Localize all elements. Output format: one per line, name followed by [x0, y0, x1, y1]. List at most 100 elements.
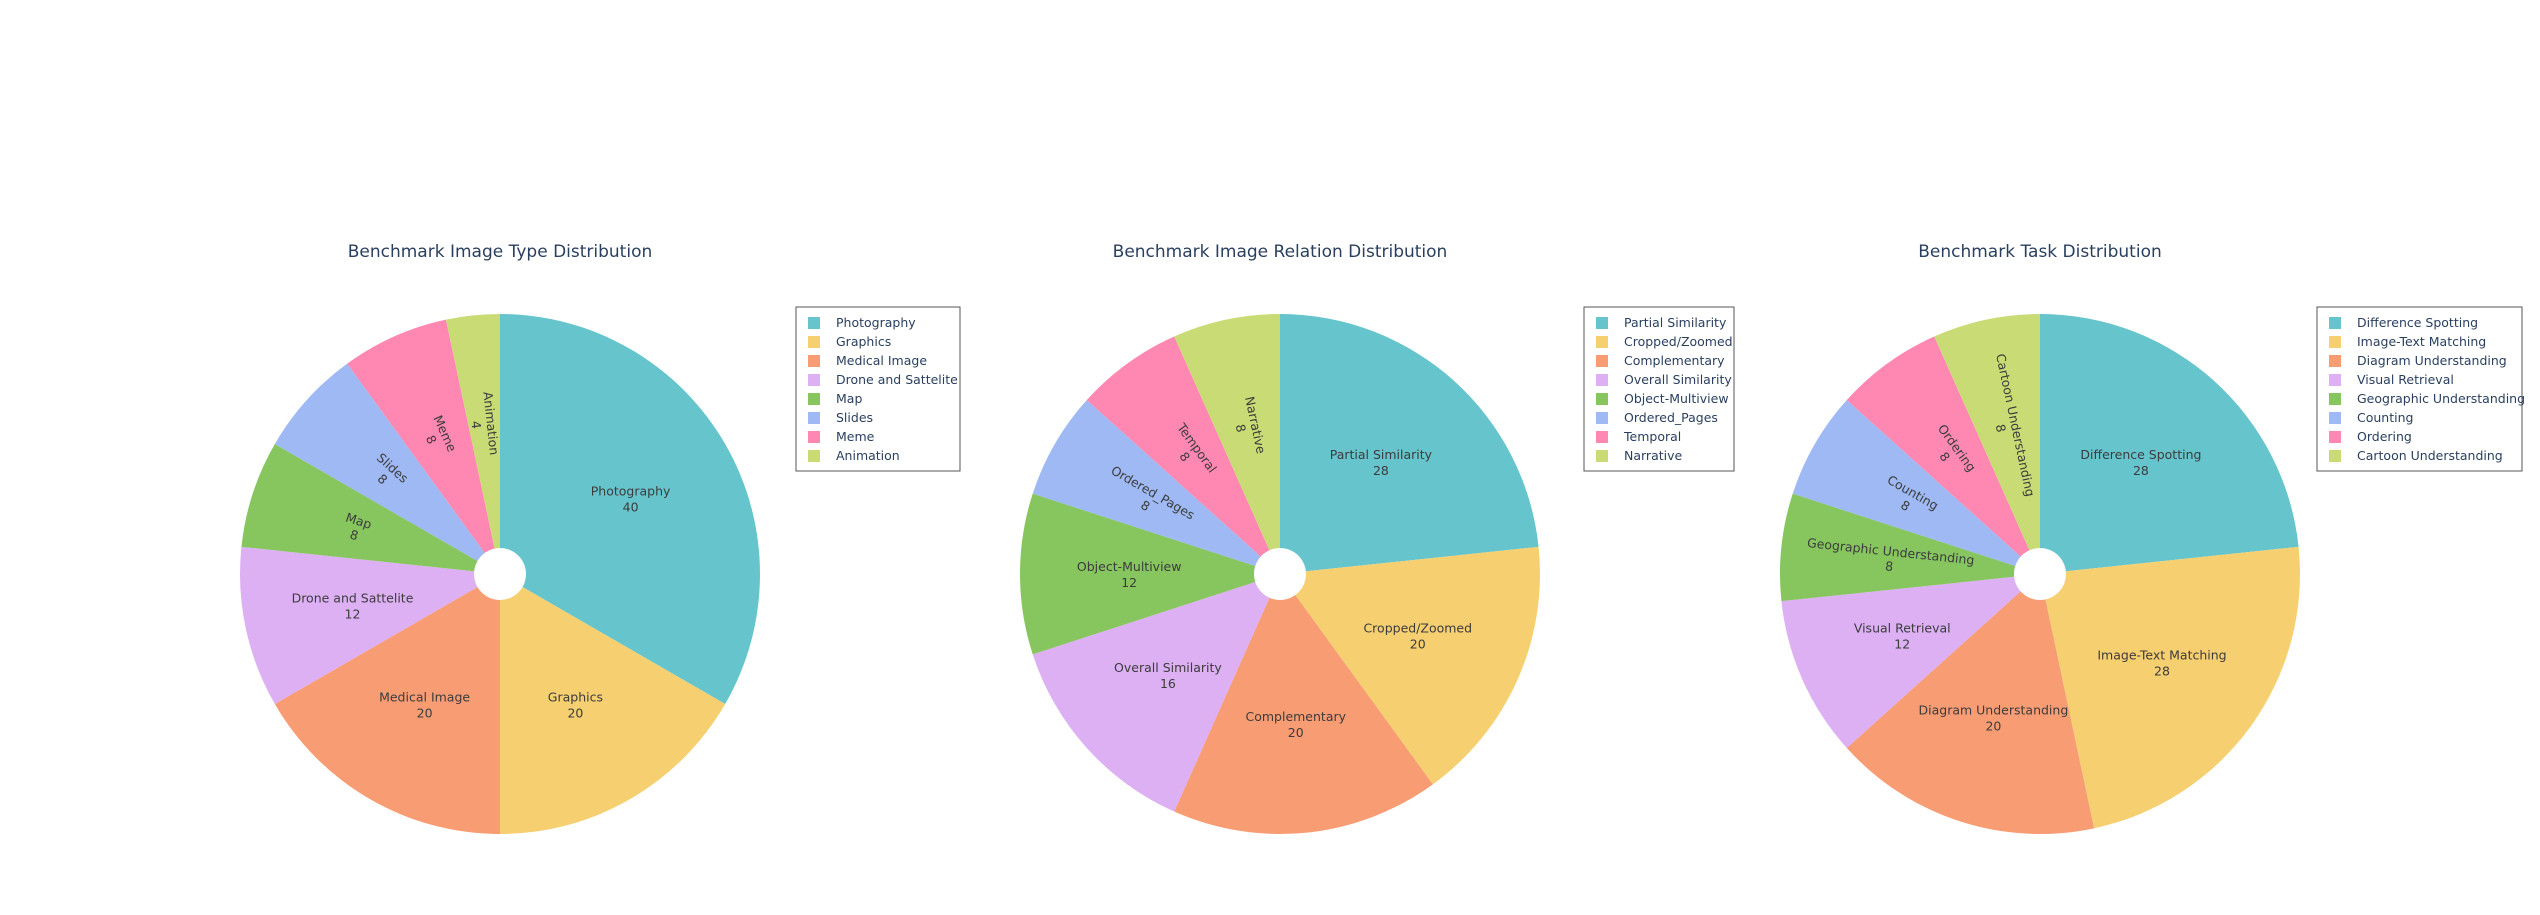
legend-item-slides[interactable]: Slides: [808, 410, 873, 425]
legend: Partial SimilarityCropped/ZoomedCompleme…: [1583, 306, 1735, 472]
legend-item-cartoon-understanding[interactable]: Cartoon Understanding: [2329, 448, 2503, 463]
legend-label: Cartoon Understanding: [2357, 448, 2503, 463]
legend-swatch: [2329, 317, 2341, 329]
image-type-pie-panel: Benchmark Image Type Distribution Photog…: [239, 242, 961, 834]
legend-swatch: [1596, 336, 1608, 348]
legend-item-meme[interactable]: Meme: [808, 429, 875, 444]
legend-swatch: [2329, 355, 2341, 367]
legend-item-animation[interactable]: Animation: [808, 448, 900, 463]
legend-swatch: [1596, 431, 1608, 443]
task-chart-title: Benchmark Task Distribution: [1918, 242, 2162, 262]
slice-cropped-zoomed[interactable]: [1280, 546, 1540, 785]
slice-cartoon-understanding[interactable]: [1934, 314, 2040, 574]
slice-label-animation: Animation4: [465, 391, 501, 458]
legend-swatch: [2329, 374, 2341, 386]
legend-label: Overall Similarity: [1624, 372, 1732, 387]
legend-item-ordering[interactable]: Ordering: [2329, 429, 2412, 444]
slice-partial-similarity[interactable]: [1280, 314, 1539, 574]
legend-item-object-multiview[interactable]: Object-Multiview: [1596, 391, 1729, 406]
slice-ordering[interactable]: [1846, 336, 2040, 574]
legend-box: [1583, 306, 1735, 472]
legend-item-diagram-understanding[interactable]: Diagram Understanding: [2329, 353, 2507, 368]
legend-swatch: [808, 450, 820, 462]
legend-item-difference-spotting[interactable]: Difference Spotting: [2329, 315, 2478, 330]
legend-item-map[interactable]: Map: [808, 391, 862, 406]
legend-item-photography[interactable]: Photography: [808, 315, 916, 330]
legend-box: [2316, 306, 2523, 472]
legend-swatch: [808, 431, 820, 443]
slice-counting[interactable]: [1792, 400, 2040, 574]
legend-item-counting[interactable]: Counting: [2329, 410, 2413, 425]
legend-label: Counting: [2357, 410, 2413, 425]
slice-drone-and-sattelite[interactable]: [239, 546, 500, 704]
slice-graphics[interactable]: [500, 574, 726, 834]
legend-swatch: [2329, 336, 2341, 348]
slice-object-multiview[interactable]: [1020, 493, 1280, 655]
slice-photography[interactable]: [500, 314, 760, 704]
slice-meme[interactable]: [347, 319, 500, 574]
legend-label: Graphics: [836, 334, 891, 349]
legend-item-drone-and-sattelite[interactable]: Drone and Sattelite: [808, 372, 958, 387]
slice-map[interactable]: [241, 444, 500, 574]
legend-label: Geographic Understanding: [2357, 391, 2525, 406]
legend-label: Animation: [836, 448, 900, 463]
legend-label: Photography: [836, 315, 916, 330]
task-pie-panel: Benchmark Task Distribution Difference S…: [1780, 242, 2525, 835]
slice-slides[interactable]: [274, 363, 500, 574]
legend-item-graphics[interactable]: Graphics: [808, 334, 891, 349]
legend-item-geographic-understanding[interactable]: Geographic Understanding: [2329, 391, 2525, 406]
legend-item-ordered-pages[interactable]: Ordered_Pages: [1596, 410, 1718, 425]
legend-label: Object-Multiview: [1624, 391, 1729, 406]
legend-label: Drone and Sattelite: [836, 372, 958, 387]
slice-complementary[interactable]: [1174, 574, 1433, 834]
legend-item-medical-image[interactable]: Medical Image: [808, 353, 927, 368]
legend-item-complementary[interactable]: Complementary: [1596, 353, 1725, 368]
legend-item-image-text-matching[interactable]: Image-Text Matching: [2329, 334, 2486, 349]
legend-label: Map: [836, 391, 862, 406]
slice-difference-spotting[interactable]: [2040, 314, 2299, 574]
legend-label: Complementary: [1624, 353, 1725, 368]
image-relation-chart-title: Benchmark Image Relation Distribution: [1113, 242, 1448, 262]
legend-label: Image-Text Matching: [2357, 334, 2486, 349]
legend-item-overall-similarity[interactable]: Overall Similarity: [1596, 372, 1732, 387]
legend-swatch: [1596, 450, 1608, 462]
legend-label: Diagram Understanding: [2357, 353, 2507, 368]
legend-swatch: [1596, 355, 1608, 367]
legend-item-narrative[interactable]: Narrative: [1596, 448, 1683, 463]
pie-center-hole: [474, 548, 526, 600]
legend-label: Temporal: [1623, 429, 1681, 444]
legend-label: Difference Spotting: [2357, 315, 2478, 330]
slice-animation[interactable]: [445, 314, 500, 574]
pie-center-hole: [1254, 548, 1306, 600]
slice-narrative[interactable]: [1174, 314, 1280, 574]
slice-temporal[interactable]: [1086, 336, 1280, 574]
legend-swatch: [2329, 450, 2341, 462]
legend-swatch: [808, 374, 820, 386]
slice-medical-image[interactable]: [274, 574, 500, 834]
slice-geographic-understanding[interactable]: [1780, 493, 2040, 602]
slice-image-text-matching[interactable]: [2040, 546, 2301, 829]
legend-item-cropped-zoomed[interactable]: Cropped/Zoomed: [1596, 334, 1733, 349]
slice-diagram-understanding[interactable]: [1846, 574, 2095, 835]
legend-label: Narrative: [1624, 448, 1683, 463]
legend-item-visual-retrieval[interactable]: Visual Retrieval: [2329, 372, 2454, 387]
legend-item-partial-similarity[interactable]: Partial Similarity: [1596, 315, 1727, 330]
slice-ordered-pages[interactable]: [1032, 400, 1280, 574]
legend-swatch: [808, 412, 820, 424]
image-type-chart-title: Benchmark Image Type Distribution: [348, 242, 653, 262]
slice-overall-similarity[interactable]: [1032, 574, 1280, 812]
legend-item-temporal[interactable]: Temporal: [1596, 429, 1681, 444]
legend-swatch: [1596, 393, 1608, 405]
slice-visual-retrieval[interactable]: [1781, 574, 2040, 748]
